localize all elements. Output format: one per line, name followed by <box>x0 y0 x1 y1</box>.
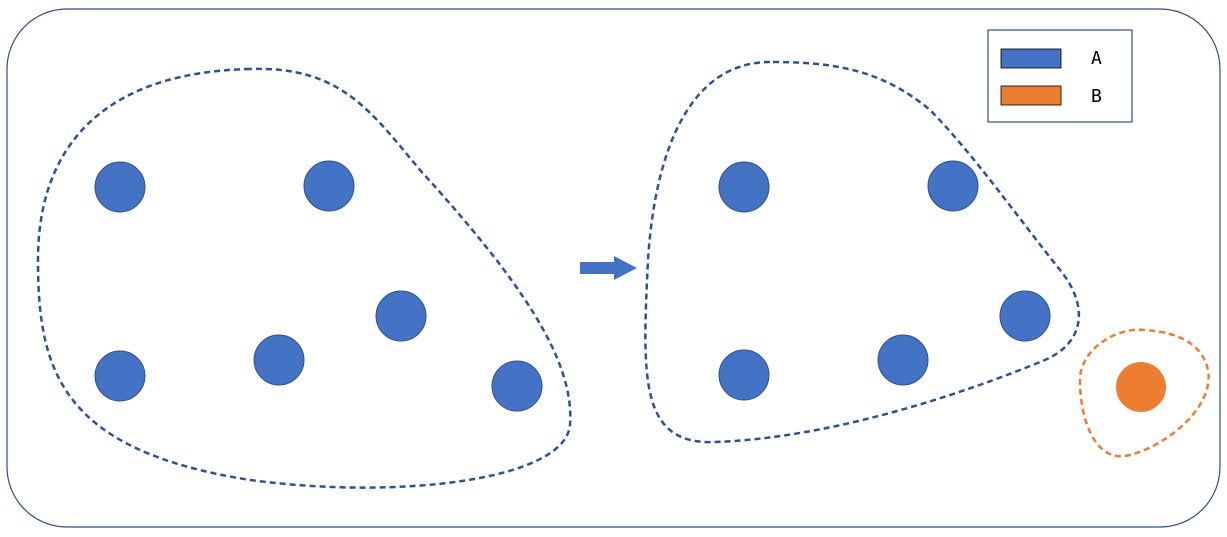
legend-item-b: B <box>1000 85 1102 107</box>
before-cluster <box>36 67 572 489</box>
after-node-a <box>999 290 1051 342</box>
before-node-a <box>303 160 355 212</box>
after-node-a <box>877 334 929 386</box>
after-node-b <box>1116 362 1166 412</box>
right-arrow-icon <box>580 256 637 280</box>
before-node-a <box>94 350 146 402</box>
legend-item-a: A <box>1000 48 1102 69</box>
legend: A B <box>987 29 1133 123</box>
outer-frame <box>6 8 1221 528</box>
before-node-a <box>375 290 427 342</box>
after-node-a <box>927 160 979 212</box>
before-node-a <box>253 334 305 386</box>
legend-label-a: A <box>1091 48 1102 69</box>
after-node-a <box>718 161 770 213</box>
legend-swatch-a <box>1000 48 1062 69</box>
legend-label-b: B <box>1091 86 1102 107</box>
legend-swatch-b <box>1000 85 1062 106</box>
legend-box <box>987 29 1133 123</box>
after-node-a <box>718 349 770 401</box>
after-cluster-a <box>644 60 1080 444</box>
before-node-a <box>94 161 146 213</box>
after-cluster-b <box>1078 328 1210 458</box>
before-cluster-boundary <box>36 67 572 489</box>
after-cluster-b-boundary <box>1078 328 1210 458</box>
before-node-a <box>491 360 543 412</box>
after-cluster-a-boundary <box>644 60 1080 444</box>
